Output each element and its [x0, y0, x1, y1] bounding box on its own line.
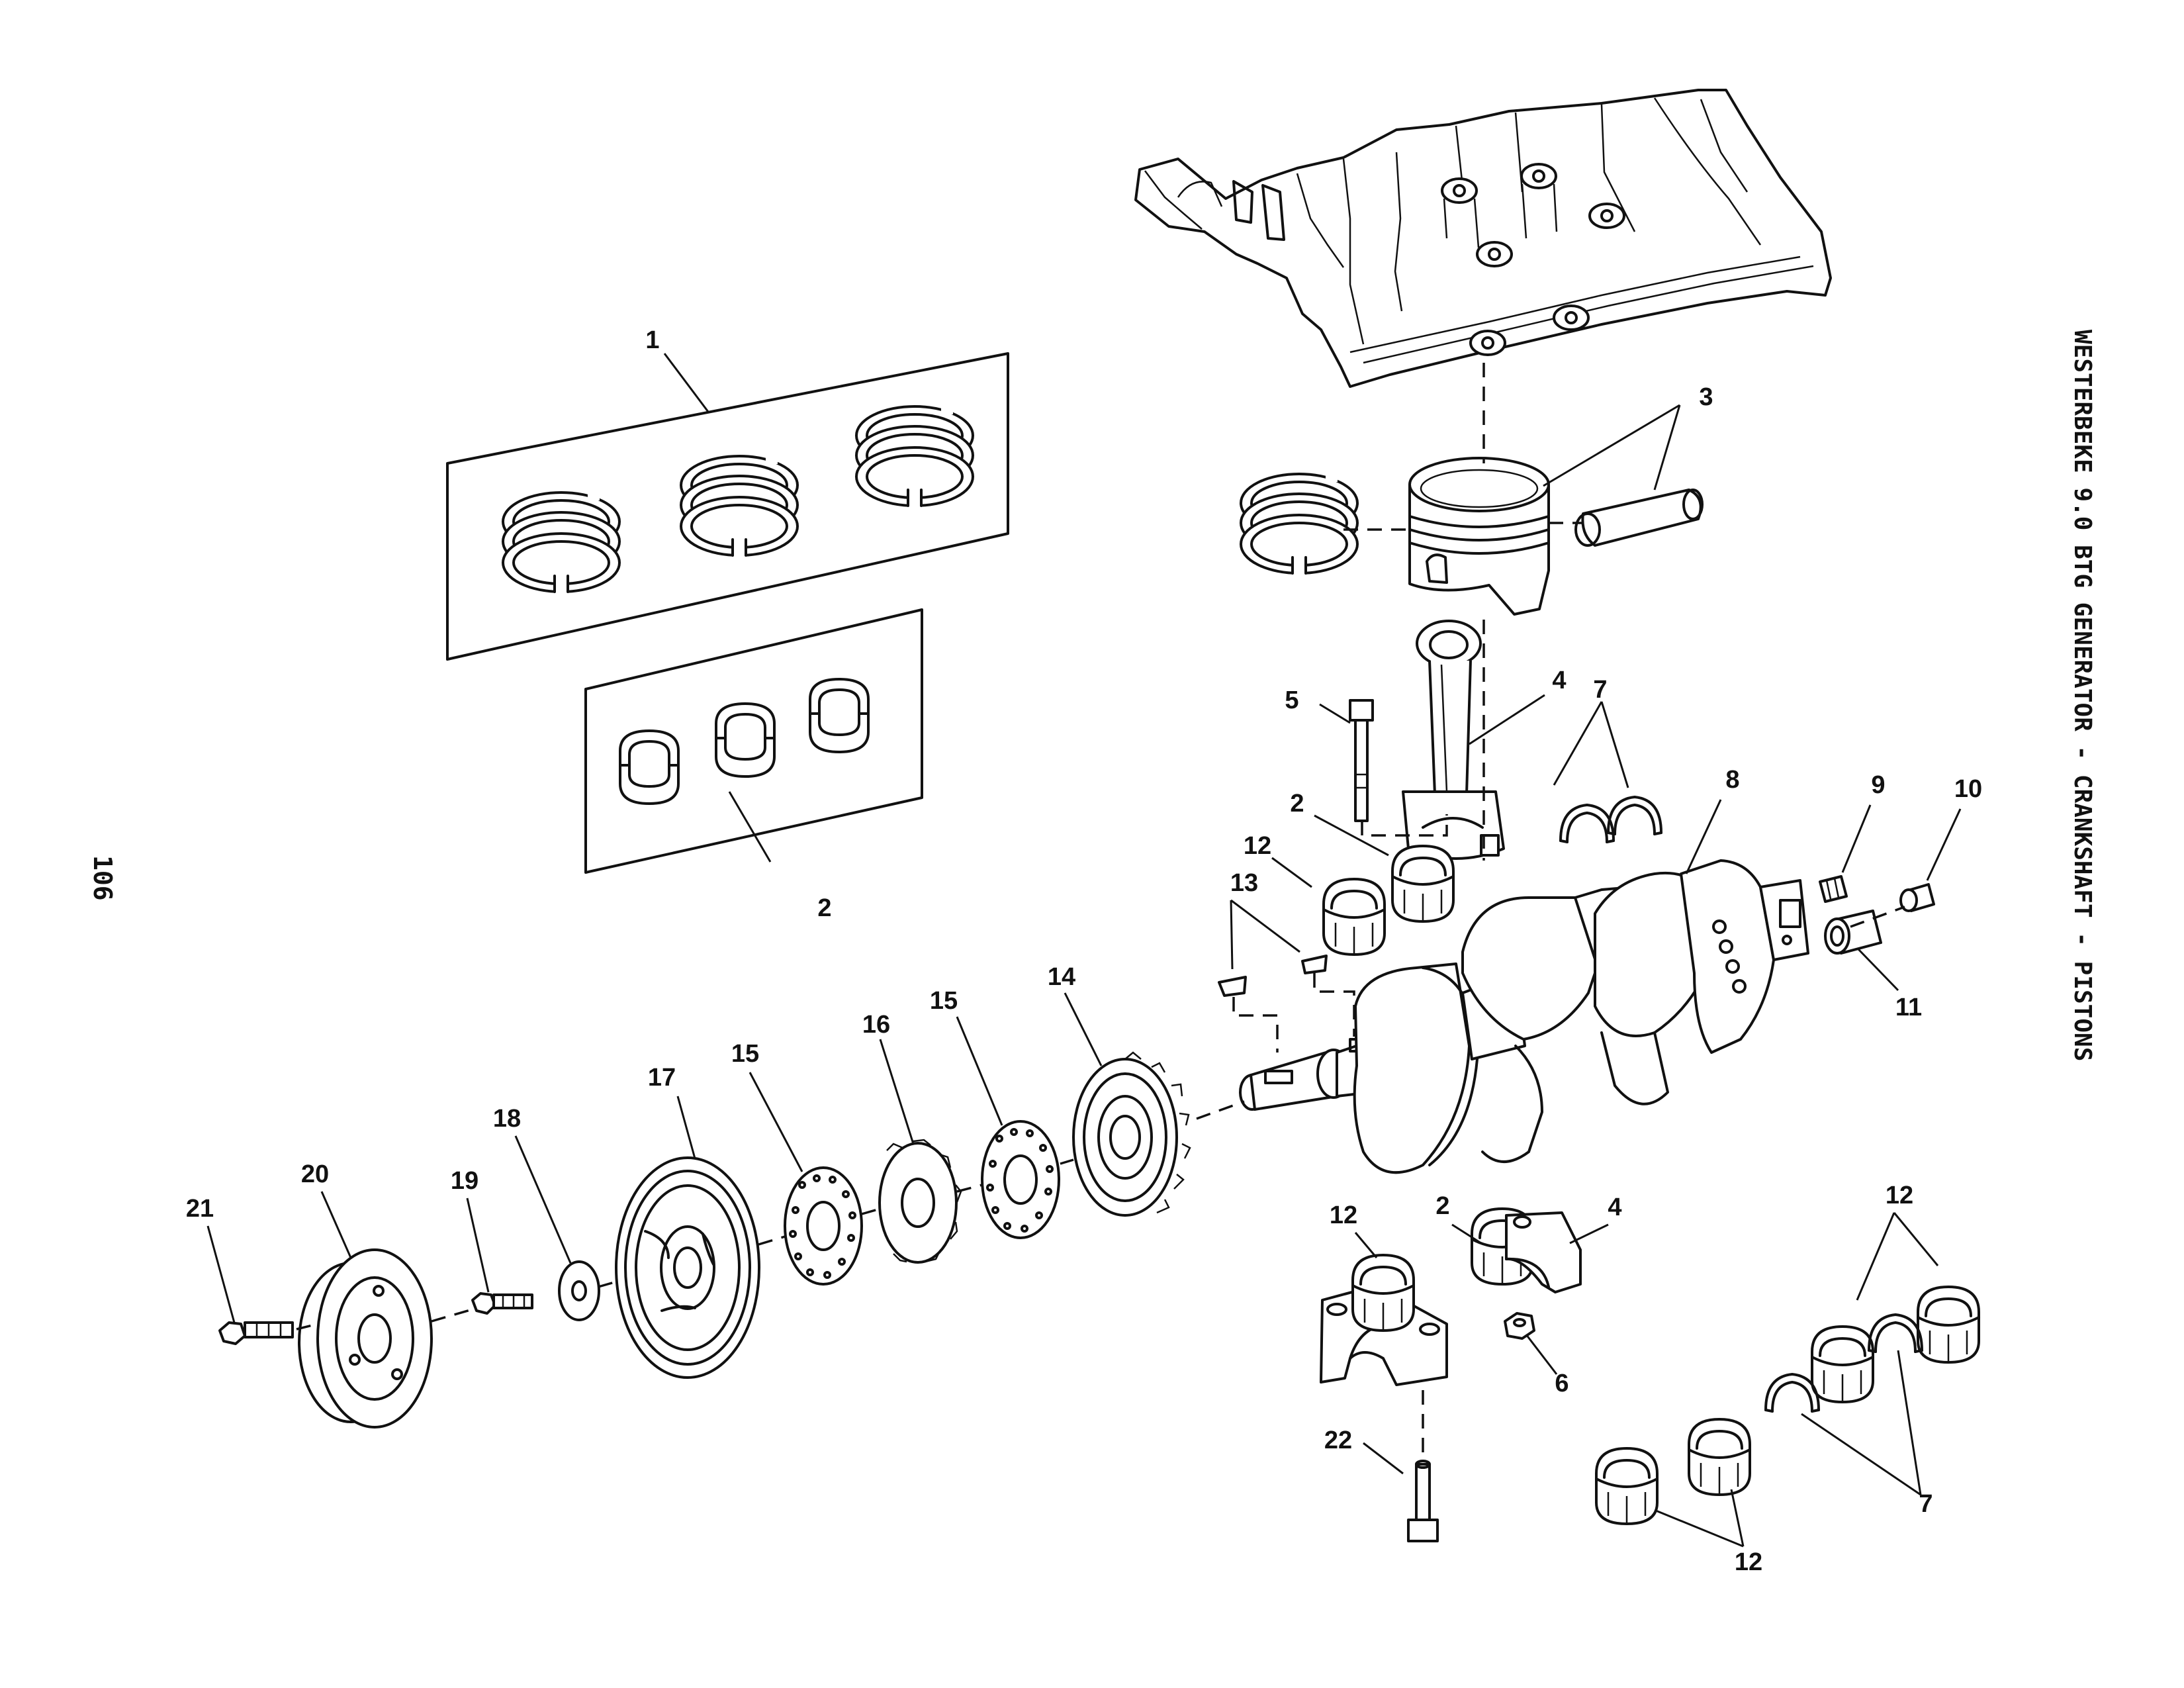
piston-ring-sets-panel: [446, 352, 1009, 661]
callout-17: 17: [648, 1064, 676, 1092]
main-bearing-lower: [1351, 1254, 1415, 1332]
thrust-washer-lower-a: [1868, 1313, 1923, 1353]
main-bearing-upper: [1322, 878, 1386, 956]
main-bearing-shell-b: [1811, 1325, 1874, 1403]
callout-15-a: 15: [930, 987, 958, 1015]
piston-assembly: [1240, 457, 1704, 616]
timing-sprocket: [878, 1139, 962, 1264]
callout-9: 9: [1871, 771, 1885, 799]
rod-bearing-upper: [1391, 845, 1455, 923]
callout-labels: 1 2 3 4 5 2 7 8 9 10 12 13 11 14 15 16 1…: [186, 326, 1982, 1576]
engine-block: [1134, 89, 1832, 388]
page-number: 106: [88, 855, 117, 901]
pulley-flange: [298, 1248, 433, 1429]
thrust-washer-upper-b: [1607, 796, 1662, 835]
flange-bolt: [218, 1321, 294, 1345]
callout-2-rod: 2: [1290, 790, 1304, 818]
thrust-washer-upper-a: [1559, 804, 1615, 843]
callout-4-rod: 4: [1552, 667, 1566, 694]
cap-bolt: [1407, 1460, 1439, 1542]
crankshaft-gear: [1072, 1051, 1191, 1217]
callout-12-right: 12: [1886, 1182, 1913, 1209]
rod-bolt: [1349, 699, 1374, 822]
callout-8: 8: [1725, 766, 1739, 794]
pulley-washer: [558, 1260, 600, 1321]
callout-20: 20: [301, 1160, 329, 1188]
crankshaft: [1239, 859, 1809, 1174]
main-bearing-shell-d: [1595, 1447, 1659, 1525]
callout-2-cap: 2: [1435, 1192, 1449, 1220]
callout-13: 13: [1230, 869, 1258, 897]
connecting-rod: [1402, 620, 1505, 860]
bearing-shells-panel: [584, 608, 923, 874]
callout-11: 11: [1895, 994, 1922, 1021]
page-title: WESTERBEKE 9.0 BTG GENERATOR - CRANKSHAF…: [2069, 330, 2096, 1061]
dowel-pin: [1899, 883, 1935, 912]
callout-15-b: 15: [731, 1040, 759, 1068]
callout-1: 1: [645, 326, 659, 354]
crankshaft-pulley: [615, 1156, 760, 1379]
callout-4-cap: 4: [1608, 1194, 1621, 1221]
woodruff-key-a: [1218, 976, 1247, 997]
main-bearing-shell-c: [1688, 1418, 1751, 1496]
rod-cap: [1505, 1211, 1582, 1293]
callout-19: 19: [451, 1167, 478, 1195]
callout-7-bottom: 7: [1919, 1490, 1933, 1518]
callout-12-cap: 12: [1330, 1201, 1357, 1229]
callout-2-panel: 2: [817, 894, 831, 922]
callout-12-bottom: 12: [1735, 1548, 1762, 1576]
woodruff-key-b: [1301, 955, 1328, 974]
callout-14: 14: [1048, 963, 1075, 991]
pulley-bolt: [471, 1292, 533, 1315]
callout-22: 22: [1324, 1427, 1352, 1454]
rod-nut: [1504, 1312, 1535, 1340]
callout-18: 18: [493, 1105, 521, 1133]
pilot-bearing-needle: [1819, 875, 1848, 903]
callout-16: 16: [862, 1011, 890, 1039]
crank-sleeve: [1824, 910, 1882, 955]
callout-6: 6: [1555, 1370, 1569, 1397]
callout-7-top: 7: [1593, 676, 1607, 704]
assembly-centerlines: [296, 363, 1905, 1460]
callout-12-top: 12: [1244, 832, 1271, 860]
callout-10: 10: [1954, 775, 1982, 803]
callout-21: 21: [186, 1195, 214, 1223]
sensor-plate-b: [784, 1166, 863, 1286]
callout-3: 3: [1699, 383, 1713, 411]
callout-5: 5: [1285, 686, 1298, 714]
main-bearing-shell-a: [1917, 1286, 1980, 1364]
sensor-plate-a: [981, 1120, 1060, 1239]
leader-lines: [206, 353, 1962, 1548]
